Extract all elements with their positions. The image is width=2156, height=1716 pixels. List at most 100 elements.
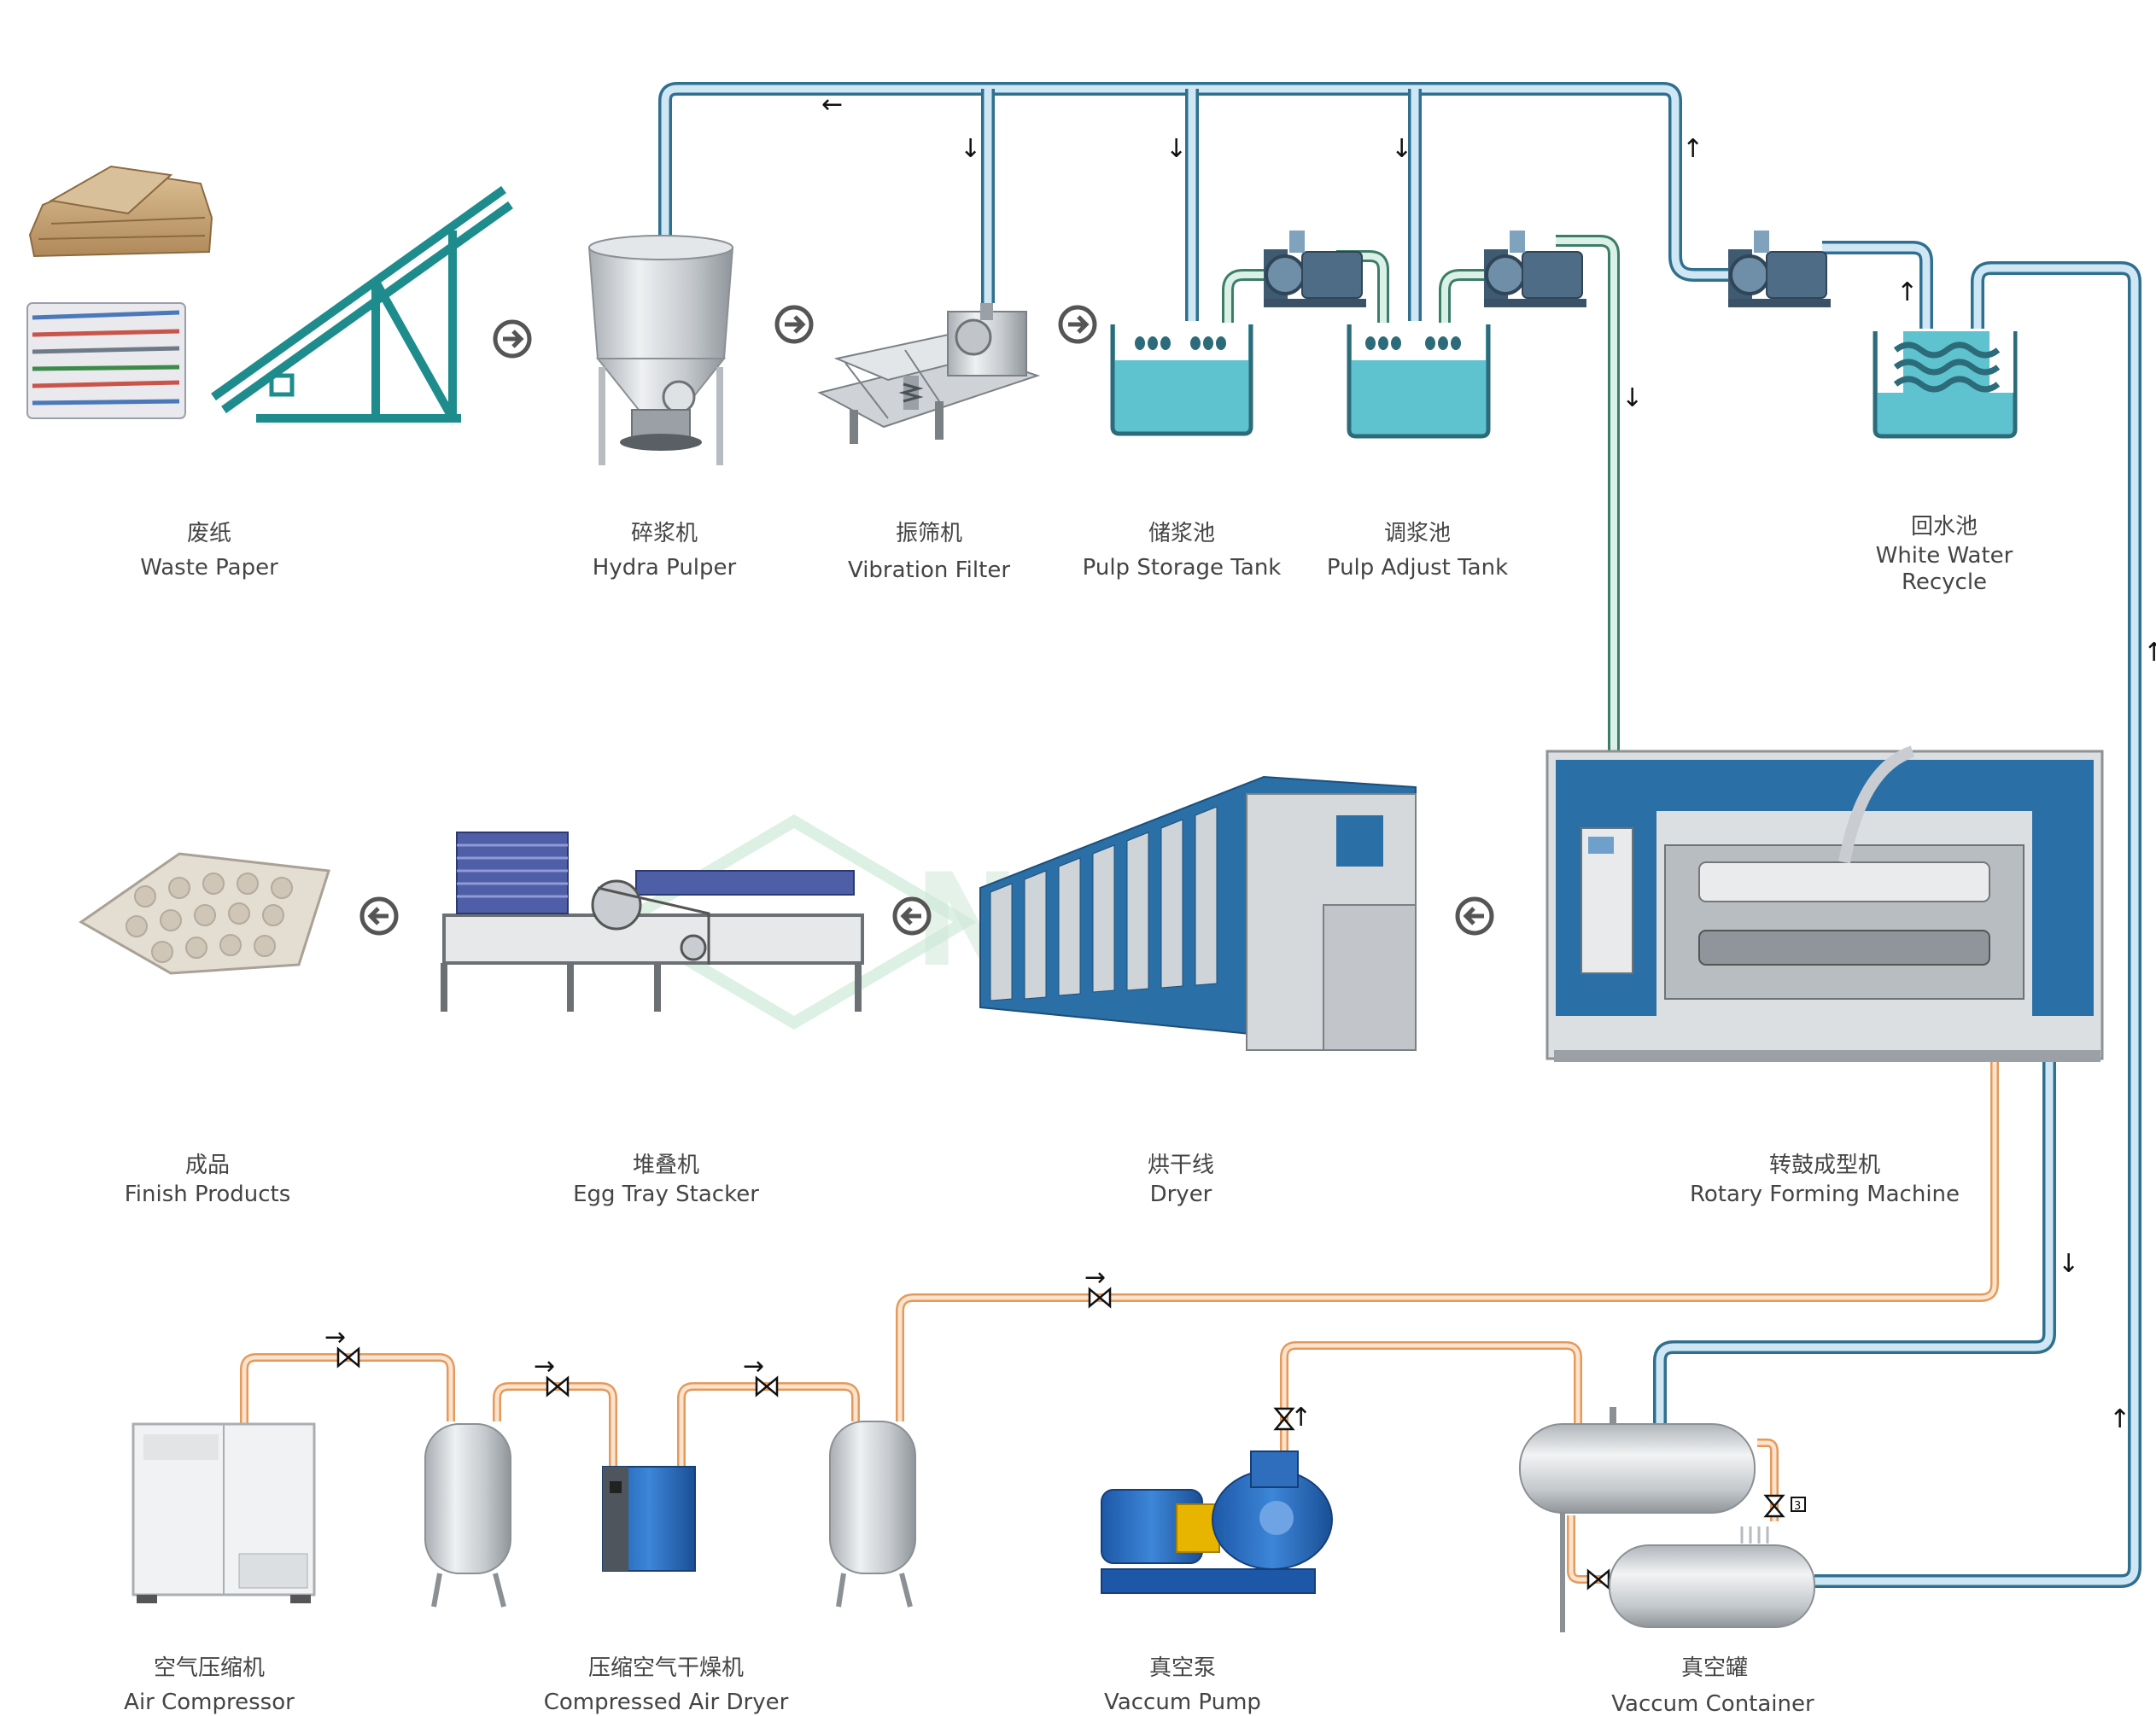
circle-arrow-left-icon [359,896,399,936]
egg-tray-illustration [79,852,330,975]
air-dryer-illustration [602,1466,696,1572]
circle-arrow-left-icon [1455,896,1494,936]
air-tank-1-illustration [424,1423,511,1608]
white-water-tank-illustration [1873,331,2018,439]
arrow-down-icon: ↓ [1621,383,1643,413]
label-white-water-recycle: 回水池 White Water Recycle [1876,514,2013,595]
arrow-up-icon: ↑ [1682,134,1703,164]
valves [336,1287,1785,1591]
gauge-label: 3 [1794,1500,1801,1513]
label-cn: 振筛机 [896,521,962,546]
label-air-compressor: 空气压缩机 Air Compressor [124,1655,295,1715]
label-cn: 储浆池 [1148,521,1215,546]
arrow-up-icon: ↑ [2143,638,2156,668]
arrow-up-icon: ↑ [2109,1404,2130,1434]
label-en: Hydra Pulper [593,555,737,581]
label-compressed-air-dryer: 压缩空气干燥机 Compressed Air Dryer [544,1655,789,1715]
pulp-pump-2-illustration [1484,231,1586,307]
label-vibration-filter: 振筛机 Vibration Filter [848,521,1010,583]
label-cn: 转鼓成型机 [1769,1153,1880,1178]
label-cn: 空气压缩机 [154,1655,265,1681]
label-finish-products: 成品 Finish Products [125,1153,291,1207]
waste-paper-illustration [26,165,213,419]
label-en: Compressed Air Dryer [544,1690,789,1715]
valve-icon [336,1346,360,1369]
label-en: Pulp Adjust Tank [1327,555,1508,581]
air-tank-2-illustration [829,1421,916,1608]
label-cn: 废纸 [187,521,231,546]
label-en: Pulp Storage Tank [1083,555,1282,581]
valve-icon [1088,1287,1112,1309]
label-cn: 碎浆机 [631,521,698,546]
air-compressor-illustration [131,1422,316,1603]
circle-arrow-right-icon [493,319,532,359]
label-en: Rotary Forming Machine [1690,1182,1960,1207]
vibration-filter-illustration [817,303,1041,444]
rotary-forming-machine-illustration [1545,745,2104,1062]
arrow-right-icon: → [743,1351,764,1381]
label-cn: 回水池 [1911,514,1978,540]
label-en-line2: Recycle [1902,569,1987,595]
dryer-illustration [979,775,1417,1052]
label-pulp-storage-tank: 储浆池 Pulp Storage Tank [1083,521,1282,581]
process-arrows [359,305,1494,936]
label-en: Waste Paper [140,555,278,581]
arrow-up-icon: ↑ [1896,277,1918,307]
arrow-down-icon: ↓ [1391,134,1412,164]
label-en: White Water [1876,543,2013,569]
pulp-pump-1-illustration [1264,231,1366,307]
label-en: Vaccum Pump [1104,1690,1261,1715]
label-en: Egg Tray Stacker [573,1182,759,1207]
label-cn: 压缩空气干燥机 [588,1655,744,1681]
label-vaccum-container: 真空罐 Vaccum Container [1611,1655,1814,1716]
pulp-storage-tank-illustration [1110,324,1253,436]
belt-conveyor-illustration [211,185,513,423]
label-waste-paper: 废纸 Waste Paper [140,521,278,581]
label-vaccum-pump: 真空泵 Vaccum Pump [1104,1655,1261,1715]
label-cn: 真空泵 [1149,1655,1216,1681]
label-pulp-adjust-tank: 调浆池 Pulp Adjust Tank [1327,521,1508,581]
vacuum-container-illustration [1519,1407,1815,1632]
valve-icon [1763,1494,1785,1518]
label-en: Air Compressor [124,1690,295,1715]
circle-arrow-left-icon [892,896,932,936]
valve-icon [1586,1568,1610,1591]
arrow-right-icon: → [1084,1263,1106,1293]
label-cn: 调浆池 [1384,521,1451,546]
label-rotary-forming-machine: 转鼓成型机 Rotary Forming Machine [1690,1153,1960,1207]
circle-arrow-right-icon [1058,305,1097,344]
arrow-down-icon: ↓ [960,134,981,164]
white-water-pipe-network [658,82,2141,1588]
water-pump-illustration [1728,231,1831,307]
label-egg-tray-stacker: 堆叠机 Egg Tray Stacker [573,1153,759,1207]
arrow-up-icon: ↑ [1290,1403,1312,1433]
arrow-left-icon: ← [821,90,843,120]
label-cn: 成品 [185,1153,230,1178]
hydra-pulper-illustration [587,235,734,465]
gauge-icon [1791,1497,1806,1512]
valve-icon [1273,1407,1295,1431]
label-dryer: 烘干线 Dryer [1148,1153,1214,1207]
arrow-down-icon: ↓ [2058,1249,2079,1279]
valve-icon [755,1375,779,1398]
label-cn: 烘干线 [1148,1153,1214,1178]
label-hydra-pulper: 碎浆机 Hydra Pulper [593,521,737,581]
label-en: Finish Products [125,1182,291,1207]
arrow-right-icon: → [324,1322,346,1352]
vacuum-pump-illustration [1101,1450,1333,1594]
label-cn: 堆叠机 [633,1153,699,1178]
label-en: Vaccum Container [1611,1691,1814,1716]
arrow-down-icon: ↓ [1166,134,1187,164]
circle-arrow-right-icon [774,305,814,344]
label-en: Dryer [1150,1182,1212,1207]
egg-tray-stacker-illustration [441,832,864,1012]
pulp-pipe-network [1222,235,1620,756]
valve-icon [546,1375,570,1398]
flow-arrows: ← ↓ ↓ ↓ ↑ ↑ ↓ ↑ ↓ ↑ ↑ → → → → [324,90,2156,1434]
pulp-adjust-tank-illustration [1347,324,1491,439]
arrow-right-icon: → [534,1351,555,1381]
watermark-logo [611,814,977,1030]
label-en: Vibration Filter [848,557,1010,583]
label-cn: 真空罐 [1681,1655,1748,1681]
